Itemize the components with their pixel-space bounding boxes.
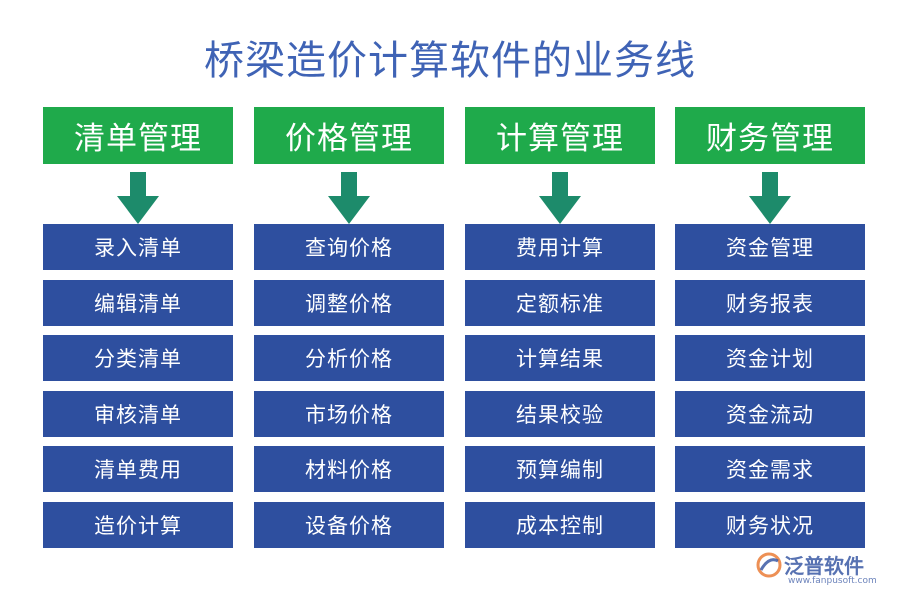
brand-logo: 泛普软件 www.fanpusoft.com <box>756 550 886 590</box>
list-item: 资金管理 <box>675 224 865 270</box>
logo-icon <box>756 552 782 578</box>
list-item: 资金需求 <box>675 446 865 492</box>
column-0: 清单管理 录入清单 编辑清单 分类清单 审核清单 清单费用 造价计算 <box>43 107 233 557</box>
list-item: 查询价格 <box>254 224 444 270</box>
column-1: 价格管理 查询价格 调整价格 分析价格 市场价格 材料价格 设备价格 <box>254 107 444 557</box>
column-header: 财务管理 <box>675 107 865 164</box>
list-item: 设备价格 <box>254 501 444 548</box>
list-item: 录入清单 <box>43 224 233 270</box>
list-item: 预算编制 <box>465 446 655 492</box>
list-item: 审核清单 <box>43 390 233 437</box>
down-arrow-icon <box>43 164 233 224</box>
column-header: 清单管理 <box>43 107 233 164</box>
list-item: 材料价格 <box>254 446 444 492</box>
column-3: 财务管理 资金管理 财务报表 资金计划 资金流动 资金需求 财务状况 <box>675 107 865 557</box>
column-2: 计算管理 费用计算 定额标准 计算结果 结果校验 预算编制 成本控制 <box>465 107 655 557</box>
list-item: 调整价格 <box>254 279 444 326</box>
list-item: 财务报表 <box>675 279 865 326</box>
list-item: 资金计划 <box>675 335 865 381</box>
down-arrow-icon <box>465 164 655 224</box>
logo-url-text: www.fanpusoft.com <box>788 576 877 586</box>
list-item: 财务状况 <box>675 501 865 548</box>
column-header: 价格管理 <box>254 107 444 164</box>
page-title: 桥梁造价计算软件的业务线 <box>204 38 696 84</box>
down-arrow-icon <box>675 164 865 224</box>
list-item: 分析价格 <box>254 335 444 381</box>
list-item: 成本控制 <box>465 501 655 548</box>
list-item: 资金流动 <box>675 390 865 437</box>
list-item: 市场价格 <box>254 390 444 437</box>
list-item: 造价计算 <box>43 501 233 548</box>
list-item: 清单费用 <box>43 446 233 492</box>
list-item: 费用计算 <box>465 224 655 270</box>
list-item: 计算结果 <box>465 335 655 381</box>
logo-brand-text: 泛普软件 <box>784 554 864 578</box>
down-arrow-icon <box>254 164 444 224</box>
list-item: 结果校验 <box>465 390 655 437</box>
list-item: 编辑清单 <box>43 279 233 326</box>
list-item: 分类清单 <box>43 335 233 381</box>
list-item: 定额标准 <box>465 279 655 326</box>
column-header: 计算管理 <box>465 107 655 164</box>
